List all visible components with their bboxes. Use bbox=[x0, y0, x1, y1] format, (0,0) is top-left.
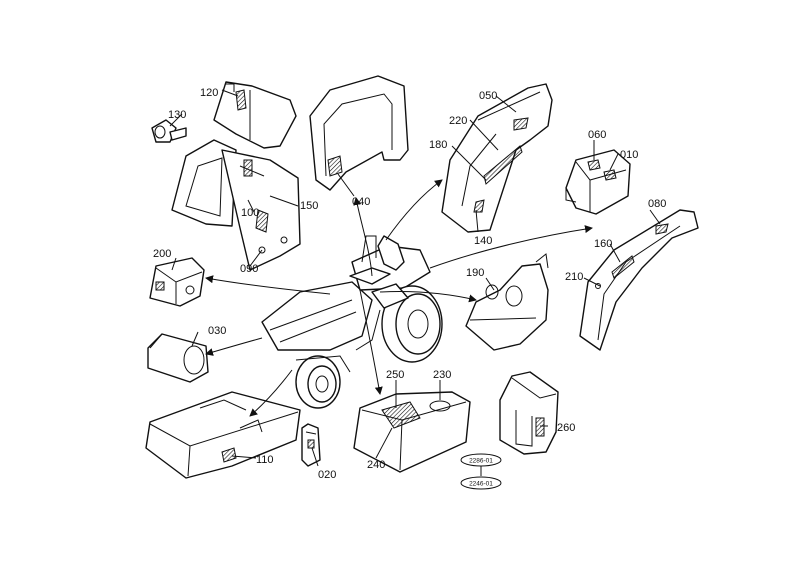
part-label-100: 100 bbox=[241, 207, 259, 219]
stamp-lower-oval bbox=[460, 476, 502, 490]
part-label-040: 040 bbox=[352, 196, 370, 208]
part-label-130: 130 bbox=[168, 109, 186, 121]
part-label-260: 260 bbox=[557, 422, 575, 434]
leader-lines bbox=[169, 89, 661, 476]
part-label-200: 200 bbox=[153, 248, 171, 260]
part-label-020: 020 bbox=[318, 469, 336, 481]
reference-stamps: 2286-01 2246-01 bbox=[460, 453, 502, 490]
part-label-030: 030 bbox=[208, 325, 226, 337]
part-label-060: 060 bbox=[588, 129, 606, 141]
part-label-230: 230 bbox=[433, 369, 451, 381]
part-020-shape bbox=[301, 423, 321, 467]
part-label-160: 160 bbox=[594, 238, 612, 250]
assembly-arrows bbox=[205, 179, 593, 417]
part-label-110: 110 bbox=[256, 454, 274, 466]
part-labels: 120 130 100 150 090 040 050 220 180 140 … bbox=[153, 87, 666, 481]
tractor-illustration bbox=[261, 235, 443, 409]
stamp-lower-text: 2246-01 bbox=[469, 481, 493, 488]
part-label-250: 250 bbox=[386, 369, 404, 381]
part-label-120: 120 bbox=[200, 87, 218, 99]
part-label-010: 010 bbox=[620, 149, 638, 161]
part-190-shape bbox=[465, 253, 549, 351]
part-040-shape bbox=[309, 75, 409, 191]
stamp-upper-text: 2286-01 bbox=[469, 458, 493, 465]
part-label-210: 210 bbox=[565, 271, 583, 283]
part-label-140: 140 bbox=[474, 235, 492, 247]
part-130-shape bbox=[151, 119, 187, 143]
stamp-upper-oval bbox=[460, 453, 502, 467]
part-200-shape bbox=[149, 257, 205, 307]
part-panel-bracket-shape bbox=[171, 139, 301, 271]
part-label-050: 050 bbox=[479, 90, 497, 102]
part-label-080: 080 bbox=[648, 198, 666, 210]
part-label-180: 180 bbox=[429, 139, 447, 151]
part-050-cover-shape bbox=[441, 83, 553, 233]
part-120-shape bbox=[213, 81, 297, 149]
part-030-shape bbox=[147, 333, 209, 383]
part-label-220: 220 bbox=[449, 115, 467, 127]
part-label-090: 090 bbox=[240, 263, 258, 275]
part-110-shape bbox=[145, 391, 301, 479]
part-label-150: 150 bbox=[300, 200, 318, 212]
part-260-shape bbox=[499, 371, 559, 455]
part-080-fender-shape bbox=[579, 209, 699, 351]
part-060-box-shape bbox=[565, 149, 631, 215]
part-label-240: 240 bbox=[367, 459, 385, 471]
part-250-box-shape bbox=[353, 391, 471, 473]
part-label-190: 190 bbox=[466, 267, 484, 279]
